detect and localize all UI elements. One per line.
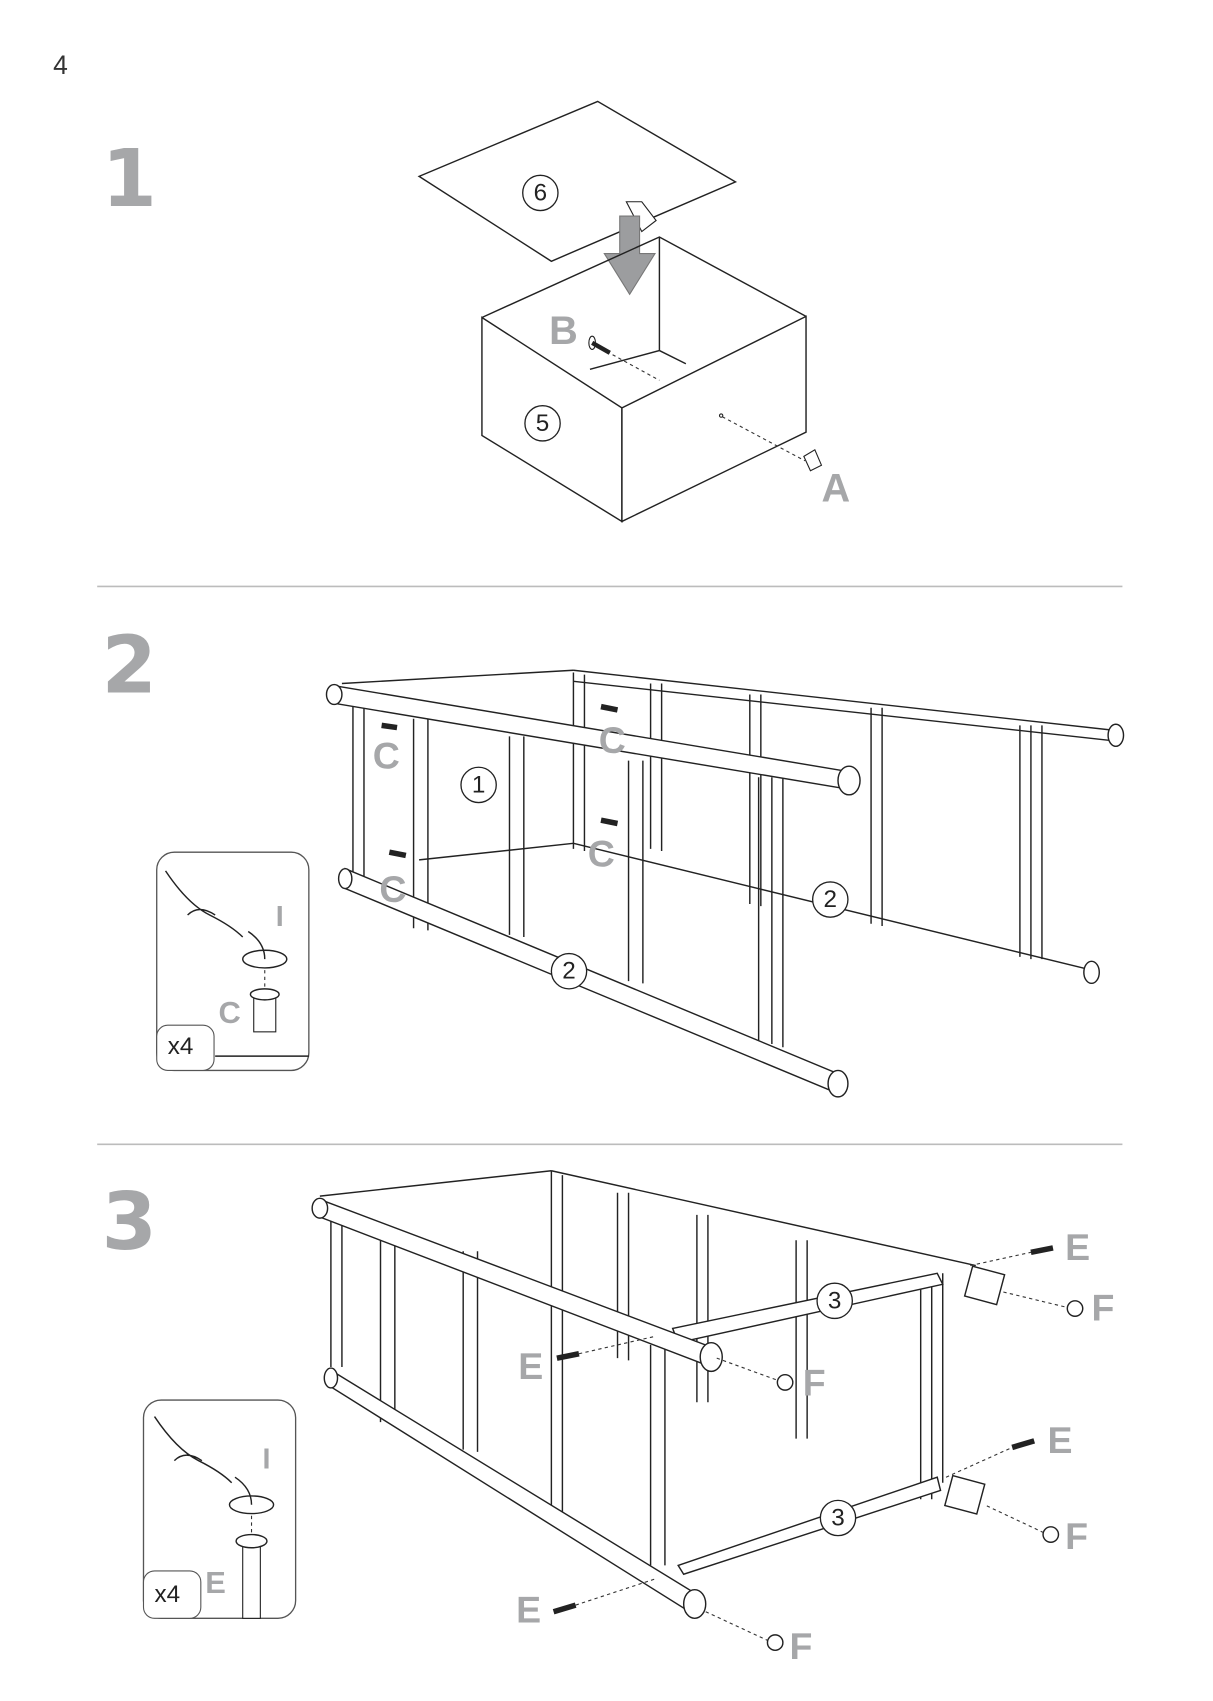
hardware-label: E: [516, 1589, 541, 1631]
cap-f-icon: [766, 1300, 1084, 1652]
bolt-e-icon: [552, 1245, 1054, 1615]
step-number: 1: [102, 132, 157, 225]
hardware-label: B: [549, 309, 578, 353]
hardware-label: F: [1065, 1515, 1088, 1557]
cap-a-icon: [803, 448, 823, 472]
hardware-label: C: [373, 734, 400, 776]
tool-label: I: [276, 901, 284, 933]
panel-6: [417, 100, 738, 263]
tool-inset: I E x4: [142, 1399, 297, 1619]
hardware-label: C: [599, 719, 626, 761]
step-number: 3: [102, 1175, 157, 1268]
part-label: E: [205, 1565, 226, 1600]
part-label: 6: [534, 179, 548, 206]
hardware-label: F: [803, 1362, 826, 1404]
hardware-label: E: [1047, 1419, 1072, 1461]
step-3: 3 3 3 E F E F E F E: [102, 1170, 1115, 1667]
part-label: 1: [472, 771, 486, 798]
step-2: 2 1 2 2 C C C C: [102, 618, 1125, 1098]
quantity-badge: x4: [168, 1033, 194, 1060]
quantity-badge: x4: [155, 1581, 181, 1608]
hardware-label: C: [588, 832, 615, 874]
hardware-label: E: [1065, 1226, 1090, 1268]
part-label: 2: [562, 958, 576, 985]
hardware-label: E: [518, 1345, 543, 1387]
screw-c-icon: [381, 703, 619, 859]
hardware-label: F: [789, 1625, 812, 1667]
part-label: 3: [828, 1287, 842, 1314]
screw-b-icon: [588, 335, 611, 355]
step-number: 2: [102, 618, 157, 711]
hardware-label: C: [379, 868, 406, 910]
arrow-down-icon: [603, 215, 656, 296]
tool-label: I: [263, 1443, 271, 1475]
page-number: 4: [53, 50, 68, 80]
part-label: 2: [824, 886, 838, 913]
hardware-label: F: [1092, 1287, 1115, 1329]
part-label: C: [218, 995, 240, 1030]
tool-inset: I C x4: [156, 851, 310, 1072]
part-label: 3: [831, 1505, 845, 1532]
step-1: 1 6 5 B A: [102, 100, 850, 523]
part-label: 5: [536, 410, 550, 437]
hardware-label: A: [821, 467, 850, 511]
